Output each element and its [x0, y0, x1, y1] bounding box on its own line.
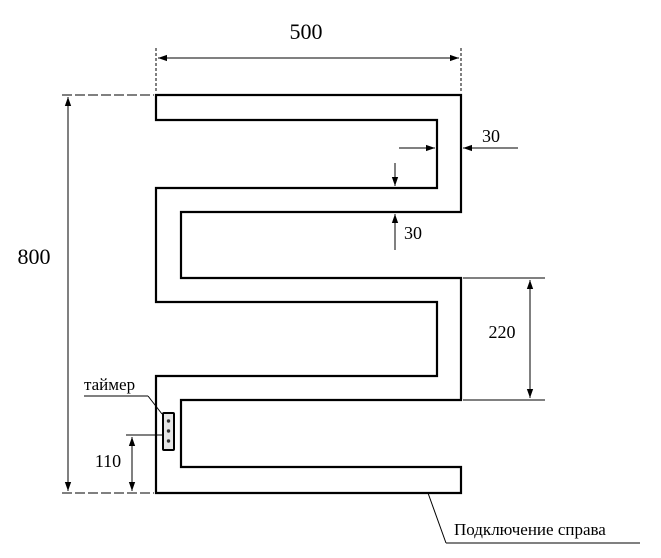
timer-element: таймер: [84, 375, 175, 451]
tube-width-vertical-label: 30: [404, 223, 422, 243]
connection-note: Подключение справа: [427, 492, 640, 544]
heating-tube-outline: [154, 93, 463, 495]
loop-height-dimension: 220: [463, 277, 545, 401]
tube-width-dimension-vertical: 30: [391, 163, 422, 250]
connection-offset-label: 110: [95, 451, 121, 471]
height-dimension: 800: [18, 94, 154, 494]
loop-height-label: 220: [489, 322, 516, 342]
timer-label: таймер: [84, 375, 135, 394]
connection-offset-dimension: 110: [95, 434, 162, 491]
tube-width-dimension-horizontal: 30: [399, 126, 518, 152]
connection-label: Подключение справа: [454, 520, 606, 539]
width-label: 500: [290, 19, 323, 44]
tube-width-horizontal-label: 30: [482, 126, 500, 146]
width-dimension: 500: [155, 19, 462, 93]
height-label: 800: [18, 244, 51, 269]
